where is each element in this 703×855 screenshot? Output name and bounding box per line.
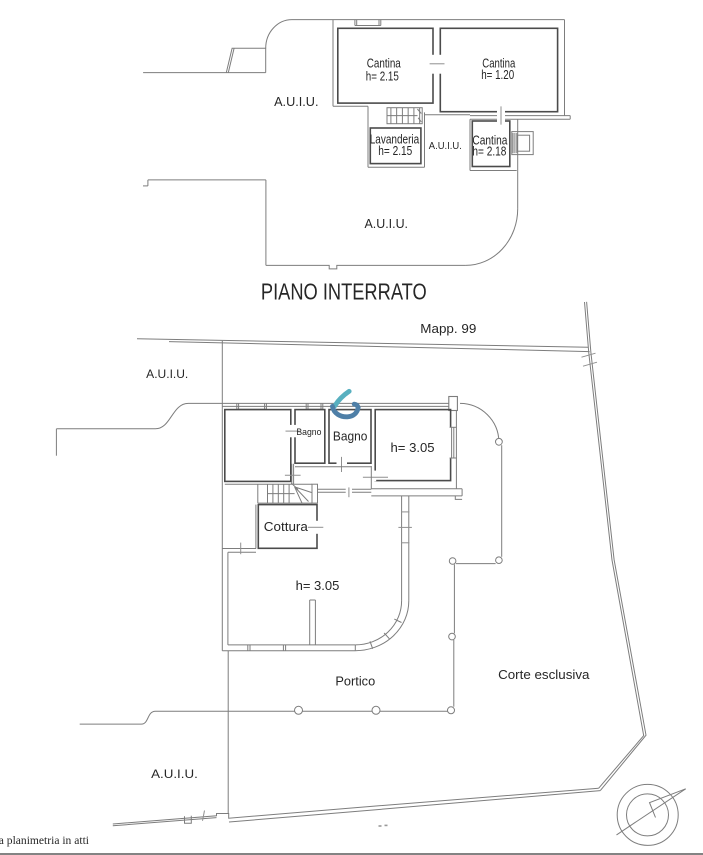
svg-text:Cantina: Cantina xyxy=(367,57,401,71)
svg-text:A.U.I.U.: A.U.I.U. xyxy=(274,95,318,109)
svg-text:A.U.I.U.: A.U.I.U. xyxy=(365,217,409,231)
svg-text:Corte esclusiva: Corte esclusiva xyxy=(498,667,590,682)
svg-text:h= 3.05: h= 3.05 xyxy=(296,578,340,593)
svg-text:A.U.I.U.: A.U.I.U. xyxy=(146,367,188,381)
svg-text:h= 2.18: h= 2.18 xyxy=(472,144,506,158)
svg-text:Cottura: Cottura xyxy=(264,519,309,534)
svg-text:h= 2.15: h= 2.15 xyxy=(378,144,412,158)
svg-text:Cantina: Cantina xyxy=(472,133,507,147)
svg-text:Portico: Portico xyxy=(335,673,375,688)
svg-text:Cantina: Cantina xyxy=(482,56,515,70)
svg-text:Bagno: Bagno xyxy=(333,429,368,444)
svg-text:h= 2.15: h= 2.15 xyxy=(366,70,399,84)
svg-text:h= 3.05: h= 3.05 xyxy=(391,440,435,455)
svg-text:h= 1.20: h= 1.20 xyxy=(481,68,514,82)
svg-text:Mapp. 99: Mapp. 99 xyxy=(420,321,476,336)
svg-text:PIANO INTERRATO: PIANO INTERRATO xyxy=(261,278,427,304)
svg-text:na planimetria in atti: na planimetria in atti xyxy=(0,833,90,847)
svg-text:A.U.I.U.: A.U.I.U. xyxy=(151,767,198,781)
svg-text:Bagno: Bagno xyxy=(296,427,321,438)
svg-text:A.U.I.U.: A.U.I.U. xyxy=(429,140,462,152)
svg-text:Lavanderia: Lavanderia xyxy=(370,133,420,147)
